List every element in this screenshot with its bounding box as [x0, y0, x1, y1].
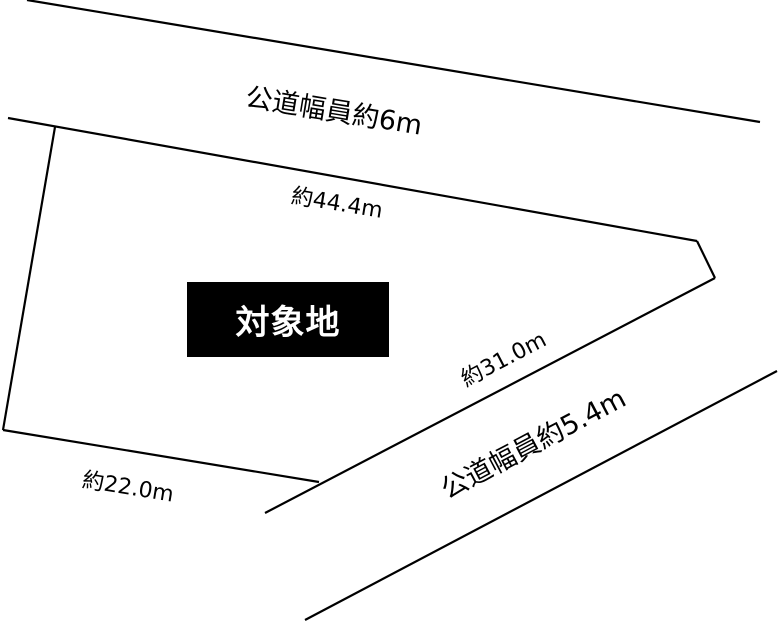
lot-east-corner-line	[696, 240, 716, 279]
southeast-road-boundary-line	[304, 370, 778, 621]
subject-property-label: 対象地	[187, 282, 389, 357]
lot-south-edge-line	[2, 428, 320, 484]
lot-north-edge-line	[7, 116, 698, 243]
lot-west-edge-line	[1, 126, 57, 431]
north-road-boundary-line	[26, 0, 761, 124]
lot-southeast-edge-line	[264, 277, 716, 514]
